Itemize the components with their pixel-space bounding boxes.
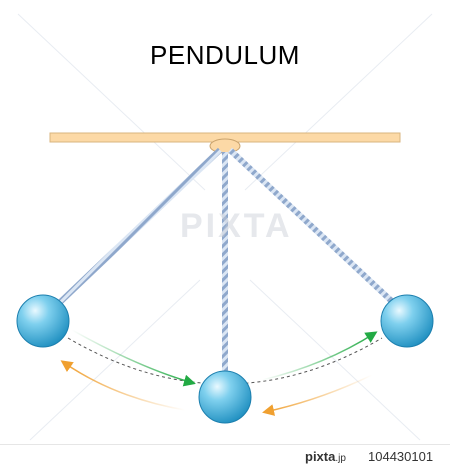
arrow-green-right: [261, 331, 378, 381]
pivot: [209, 138, 241, 154]
footer-brand: pixta.jp: [305, 449, 346, 464]
footer-bar: pixta.jp 104430101: [0, 444, 450, 469]
watermark: PIXTA: [180, 207, 293, 245]
page-title: PENDULUM: [150, 40, 300, 70]
arrow-orange-left: [60, 360, 186, 411]
bob-right: [380, 294, 434, 348]
footer-image-id: 104430101: [368, 449, 434, 464]
guide-lines: [17, 13, 433, 441]
arrow-orange-right: [262, 374, 373, 416]
bob-left: [16, 294, 70, 348]
rope-right: [227, 147, 401, 310]
arrow-green-left: [71, 329, 196, 387]
swing-path: [67, 337, 383, 385]
bob-center: [198, 370, 252, 424]
rope-left: [52, 147, 223, 310]
